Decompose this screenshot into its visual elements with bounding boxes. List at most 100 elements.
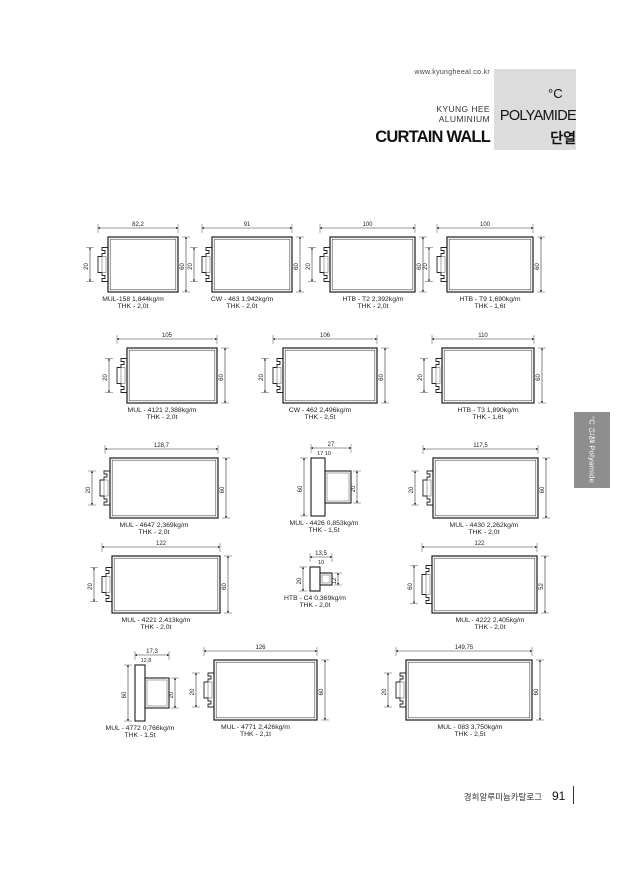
side-tab-label: °C 단열 Polyamide [587,416,597,484]
profile-outline [111,555,221,614]
profile-code: MUL - 4772 0,766kg/m [106,725,175,732]
profile-outline [441,347,535,404]
height-dimension: 60 [220,486,226,493]
profile-outline [446,236,534,293]
height-dimension: 60 [222,583,228,590]
width-dimension: 100 [480,222,491,228]
section-title: CURTAIN WALL [375,128,491,146]
height-dimension: 60 [536,374,542,381]
product-title-korean: 단열 [550,130,576,146]
height-dimension: 60 [535,263,541,270]
profile-code: HTB - T3 1,890kg/m [457,407,518,414]
profile-thickness: THK - 2,0t [469,529,500,536]
profile-outline [329,236,416,293]
profile-outline [309,566,321,592]
small-dimension: 10 [318,560,324,566]
profile-code: MUL - 4221 2,413kg/m [122,617,191,624]
height-dimension: 20 [306,263,312,270]
profile-outline [211,236,293,293]
profile-code: MUL - 083 3,750kg/m [437,724,502,731]
profile-code: HTB - C4 0,369kg/m [284,595,346,602]
width-dimension: 106 [320,333,331,339]
height-dimension: 20 [423,263,429,270]
height-dimension: 20 [188,263,194,270]
height-dimension: 20 [190,688,196,695]
height-dimension: 60 [417,263,423,270]
height-dimension: 20 [297,577,303,584]
width-dimension: 13,5 [315,551,327,557]
profile-thickness: THK - 2,0t [141,624,172,631]
height-dimension: 60 [540,486,546,493]
height-dimension: 20 [351,485,357,492]
height-dimension: 60 [298,485,304,492]
profile-outline [213,659,318,721]
profile-outline [126,347,218,404]
brand-name: KYUNG HEE ALUMINIUM [405,104,490,124]
width-dimension: 100 [362,222,373,228]
width-dimension: 82,2 [132,222,144,228]
profile-outline [109,457,219,519]
width-dimension: 122 [156,541,167,547]
profile-code: MUL - 4426 0,853kg/m [290,520,359,527]
product-title: POLYAMIDE [499,108,577,124]
height-dimension: 20 [86,486,92,493]
width-dimension: 17,3 [146,649,158,655]
height-dimension: 20 [84,263,90,270]
profile-code: MUL-158 1,844kg/m [102,296,164,303]
height-dimension: 60 [408,583,414,590]
side-tab-label-wrap: °C 단열 Polyamide [574,412,610,488]
brand-line-2: ALUMINIUM [438,114,490,124]
profile-outline [134,664,146,722]
profile-thickness: THK - 2,0t [147,414,178,421]
height-dimension: 60 [219,374,225,381]
profile-code: CW - 463 1,942kg/m [211,296,274,303]
height-dimension: 20 [382,688,388,695]
category-box [494,69,576,150]
profile-thickness: THK - 2,0t [139,529,170,536]
width-dimension: 149,75 [455,645,474,651]
small-dimension: 12,8 [141,658,152,664]
profile-code: MUL - 4121 2,388kg/m [128,407,197,414]
profile-outline [405,659,533,721]
website-url: www.kyungheeal.co.kr [414,69,490,76]
side-tab[interactable] [574,412,610,488]
brand-line-1: KYUNG HEE [436,104,490,114]
profile-thickness: THK - 2,0t [300,602,331,609]
width-dimension: 126 [255,645,266,651]
height-dimension: 20 [169,691,175,698]
height-dimension: 60 [122,691,128,698]
profile-outline [432,457,539,519]
height-dimension: 60 [294,263,300,270]
profile-code: CW - 462 2,496kg/m [289,407,352,414]
width-dimension: 128,7 [154,443,170,449]
width-dimension: 110 [478,333,488,339]
width-dimension: 91 [244,222,251,228]
width-dimension: 117,5 [473,443,488,449]
profile-thickness: THK - 2,1t [240,731,271,738]
